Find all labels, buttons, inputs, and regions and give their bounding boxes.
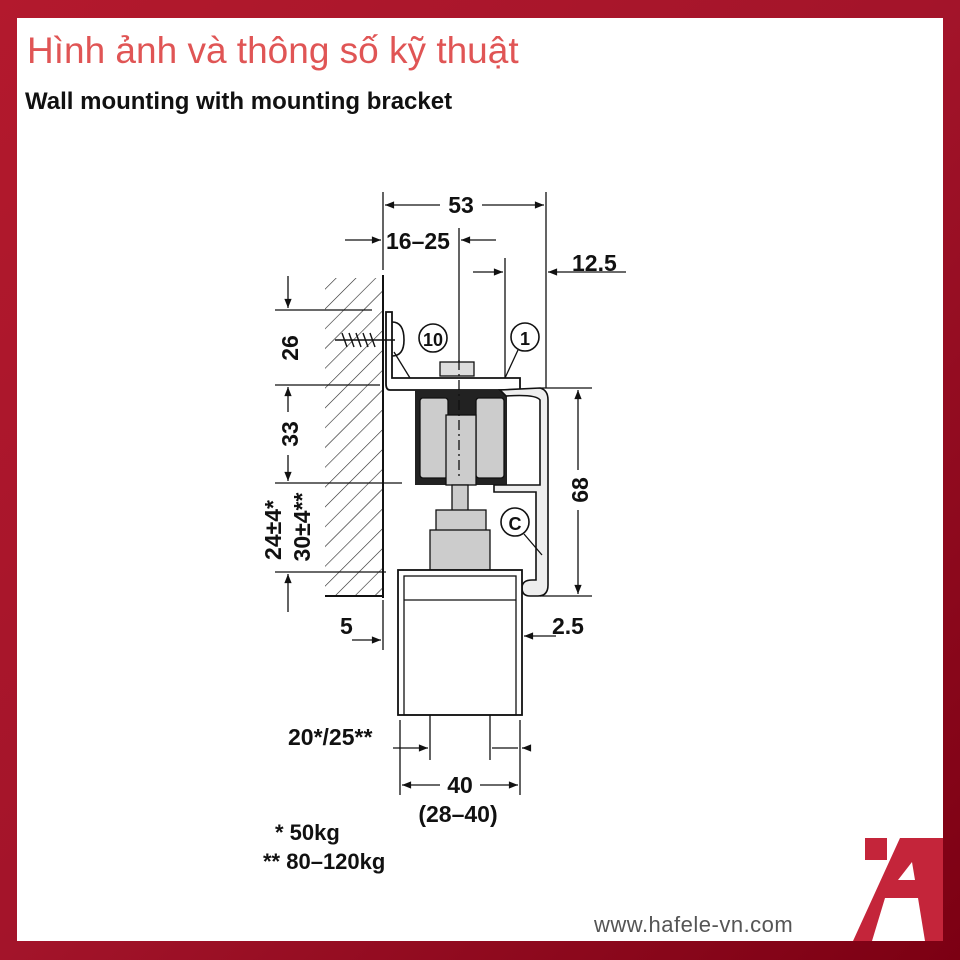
dim-40: 40 xyxy=(447,772,473,798)
dim-68: 68 xyxy=(567,477,593,503)
dim-53: 53 xyxy=(448,192,474,218)
page-title: Hình ảnh và thông số kỹ thuật xyxy=(27,30,519,71)
dim-2-5: 2.5 xyxy=(552,613,584,639)
dim-5: 5 xyxy=(340,613,353,639)
callout-c: C xyxy=(509,514,522,534)
drawing-subtitle: Wall mounting with mounting bracket xyxy=(25,88,453,115)
footnote-50kg: * 50kg xyxy=(275,820,340,845)
mounting-bracket xyxy=(385,311,521,391)
dim-33: 33 xyxy=(277,421,303,447)
dim-28-40: (28–40) xyxy=(418,801,497,827)
website-url[interactable]: www.hafele-vn.com xyxy=(594,912,794,937)
footnote-80-120kg: ** 80–120kg xyxy=(263,849,386,874)
roller-carriage xyxy=(415,360,507,571)
hafele-logo xyxy=(853,838,943,941)
dim-20-25: 20*/25** xyxy=(288,724,372,750)
callout-1: 1 xyxy=(520,329,530,349)
wall xyxy=(325,278,383,596)
screw-icon xyxy=(335,332,395,348)
dim-30: 30±4** xyxy=(289,493,315,562)
door-panel xyxy=(397,569,523,716)
dim-16-25: 16–25 xyxy=(386,228,450,254)
dim-26: 26 xyxy=(277,335,303,361)
callout-10: 10 xyxy=(423,330,443,350)
dim-24: 24±4* xyxy=(260,500,286,560)
dim-12-5: 12.5 xyxy=(572,250,617,276)
